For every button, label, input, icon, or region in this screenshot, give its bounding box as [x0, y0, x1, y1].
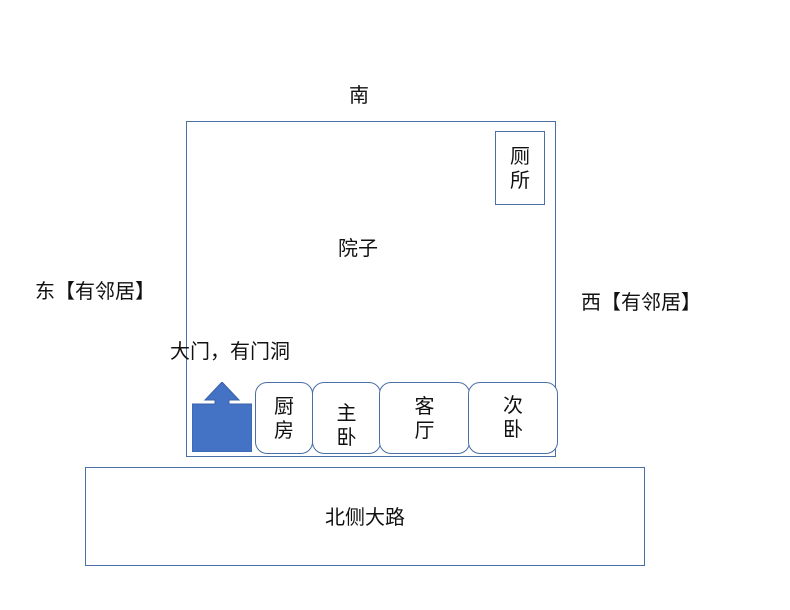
courtyard-label: 院子	[338, 236, 378, 260]
kitchen-label: 厨房	[274, 394, 294, 442]
north-road-label: 北侧大路	[325, 504, 405, 529]
toilet-box: 厕所	[495, 131, 545, 205]
up-arrow-icon	[192, 382, 252, 452]
toilet-label: 厕所	[510, 144, 530, 192]
west-label: 西【有邻居】	[581, 290, 701, 314]
living-room-label: 客厅	[414, 394, 435, 442]
kitchen-room: 厨房	[255, 382, 313, 454]
gate-note: 大门，有门洞	[170, 339, 290, 363]
second-bedroom-label: 次卧	[503, 393, 523, 441]
second-bedroom-room: 次卧	[468, 382, 558, 454]
east-label: 东【有邻居】	[35, 279, 155, 303]
master-bedroom-room: 主卧	[312, 382, 381, 454]
living-room-room: 客厅	[379, 382, 470, 454]
south-label: 南	[349, 83, 369, 107]
north-road-box: 北侧大路	[85, 467, 645, 566]
master-bedroom-label: 主卧	[336, 401, 357, 449]
